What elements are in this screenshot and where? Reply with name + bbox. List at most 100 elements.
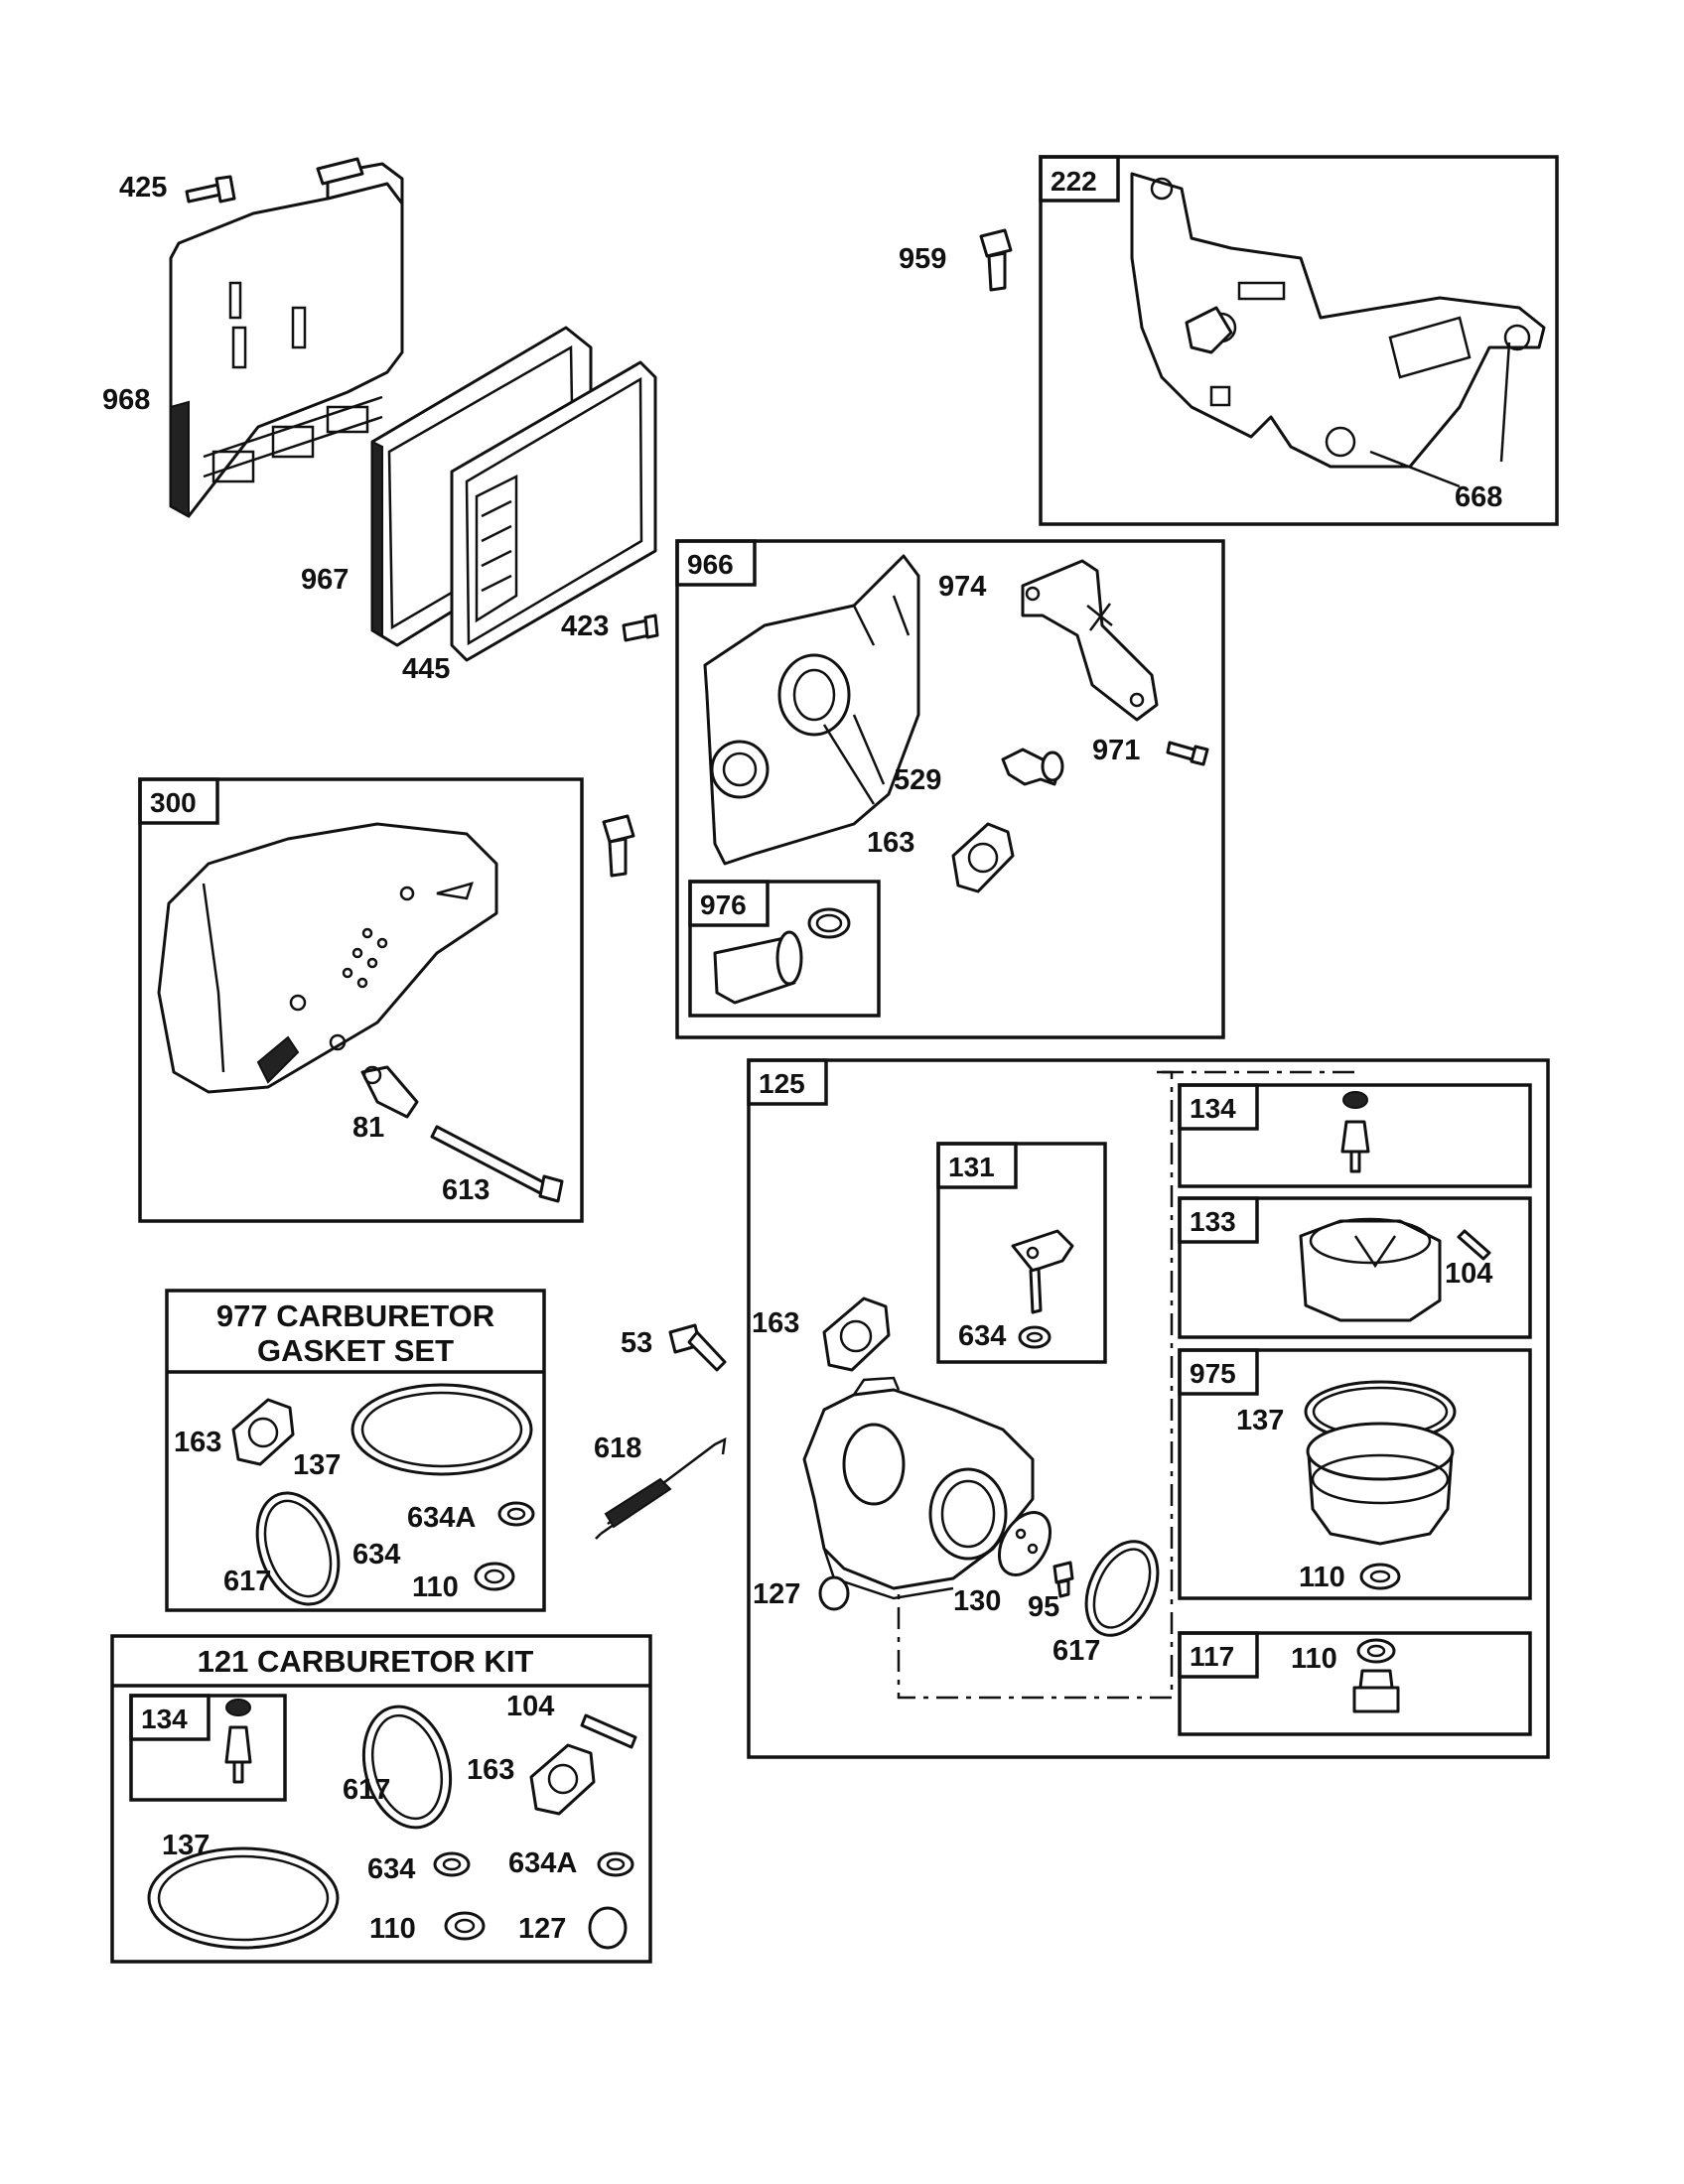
filter-element-976 — [713, 907, 851, 1005]
callout-95: 95 — [1028, 1591, 1059, 1623]
box-976-tag — [688, 880, 770, 927]
washer-634c — [433, 1851, 471, 1877]
callout-300: 300 — [150, 787, 197, 818]
box-125 — [747, 1058, 1550, 1759]
screw-959b-icon — [602, 814, 635, 878]
callout-53: 53 — [621, 1327, 652, 1359]
spring-618-icon — [595, 1436, 727, 1540]
callout-163d: 163 — [467, 1754, 514, 1786]
screw-53-icon — [668, 1323, 727, 1372]
callout-971: 971 — [1092, 735, 1140, 766]
callout-618: 618 — [594, 1433, 641, 1464]
callout-423: 423 — [561, 611, 609, 642]
screw-423-icon — [622, 614, 659, 642]
pin-104a — [1457, 1229, 1491, 1261]
carburetor-kit-box — [110, 1634, 652, 1964]
screw-971-icon — [1166, 741, 1209, 766]
washer-110a — [1359, 1563, 1401, 1590]
box-117 — [1178, 1631, 1532, 1736]
box-134a — [1178, 1083, 1532, 1188]
callout-137b: 137 — [293, 1449, 341, 1481]
pin-104b — [580, 1713, 637, 1749]
washer-110d — [444, 1911, 486, 1941]
callout-975: 975 — [1190, 1358, 1236, 1389]
box-133 — [1178, 1196, 1532, 1339]
box-222-tag — [1039, 155, 1120, 203]
callout-133: 133 — [1190, 1206, 1236, 1237]
screw-613 — [430, 1125, 564, 1203]
choke-plate-130 — [997, 1511, 1052, 1576]
callout-125: 125 — [759, 1068, 805, 1099]
callout-110b: 110 — [1291, 1643, 1337, 1675]
carburetor-body-125 — [802, 1376, 1035, 1600]
callout-634b: 634 — [352, 1539, 400, 1570]
leader-668a — [1369, 450, 1461, 488]
box-117-tag — [1178, 1631, 1259, 1679]
ring-137c — [147, 1846, 340, 1950]
callout-668: 668 — [1455, 481, 1502, 513]
callout-617b: 617 — [223, 1566, 271, 1597]
gasket-163d — [529, 1743, 596, 1816]
box-975-tag — [1178, 1348, 1259, 1396]
callout-425: 425 — [119, 172, 167, 204]
callout-163a: 163 — [867, 827, 914, 859]
callout-127a: 127 — [753, 1578, 800, 1610]
callout-137c: 137 — [162, 1830, 210, 1861]
leader-668b — [1499, 341, 1511, 463]
gasket-set-box — [165, 1289, 546, 1612]
callout-130: 130 — [953, 1585, 1001, 1617]
box-300 — [138, 777, 584, 1223]
callout-529: 529 — [894, 764, 941, 796]
box-300-tag — [138, 777, 219, 825]
box-966 — [675, 539, 1225, 1039]
gasket-set-subtitle: GASKET SET — [257, 1333, 454, 1368]
washer-110c — [474, 1562, 515, 1591]
gasket-163a — [951, 822, 1015, 893]
callout-163c: 163 — [174, 1427, 221, 1458]
callout-110c: 110 — [412, 1571, 459, 1603]
callout-634A-b: 634A — [508, 1847, 577, 1879]
callout-104b: 104 — [506, 1691, 554, 1722]
callout-127b: 127 — [518, 1913, 566, 1945]
bowl-nut-117 — [1352, 1669, 1400, 1713]
box-975 — [1178, 1348, 1532, 1600]
box-131 — [936, 1142, 1107, 1364]
callout-163b: 163 — [752, 1307, 799, 1339]
elbow-529 — [1001, 748, 1064, 786]
callout-967: 967 — [301, 564, 349, 596]
box-134a-tag — [1178, 1083, 1259, 1131]
callout-634c: 634 — [367, 1853, 415, 1885]
callout-81: 81 — [352, 1112, 384, 1144]
washer-634a — [1018, 1325, 1052, 1349]
inlet-needle-134b — [224, 1699, 252, 1784]
screw-95-icon — [1052, 1561, 1074, 1598]
air-filter-445 — [450, 360, 657, 662]
washer-634A-b — [597, 1851, 634, 1877]
callout-617a: 617 — [1052, 1635, 1100, 1667]
box-976 — [688, 880, 881, 1018]
callout-134b: 134 — [141, 1704, 188, 1734]
gasket-set-title: 977 CARBURETOR — [216, 1298, 494, 1333]
box-125-tag — [747, 1058, 828, 1106]
callout-222: 222 — [1051, 166, 1097, 197]
box-133-tag — [1178, 1196, 1259, 1244]
ring-137b — [351, 1383, 533, 1476]
box-966-tag — [675, 539, 757, 587]
air-cleaner-base-968 — [169, 157, 404, 518]
carburetor-kit-title: 121 CARBURETOR KIT — [198, 1644, 534, 1679]
callout-974: 974 — [938, 571, 986, 603]
float-bowl-975 — [1304, 1380, 1457, 1546]
callout-976: 976 — [700, 889, 747, 920]
washer-110b — [1356, 1638, 1396, 1664]
screw-425-icon — [185, 175, 236, 204]
callout-110d: 110 — [369, 1913, 416, 1945]
plug-127a — [818, 1575, 850, 1611]
callout-613: 613 — [442, 1174, 490, 1206]
callout-634A-a: 634A — [407, 1502, 476, 1534]
gasket-163c — [231, 1398, 295, 1466]
float-133 — [1299, 1217, 1442, 1322]
callout-134a: 134 — [1190, 1093, 1236, 1124]
box-131-tag — [936, 1142, 1018, 1189]
callout-968: 968 — [102, 384, 150, 416]
washer-634A-a — [497, 1501, 535, 1527]
